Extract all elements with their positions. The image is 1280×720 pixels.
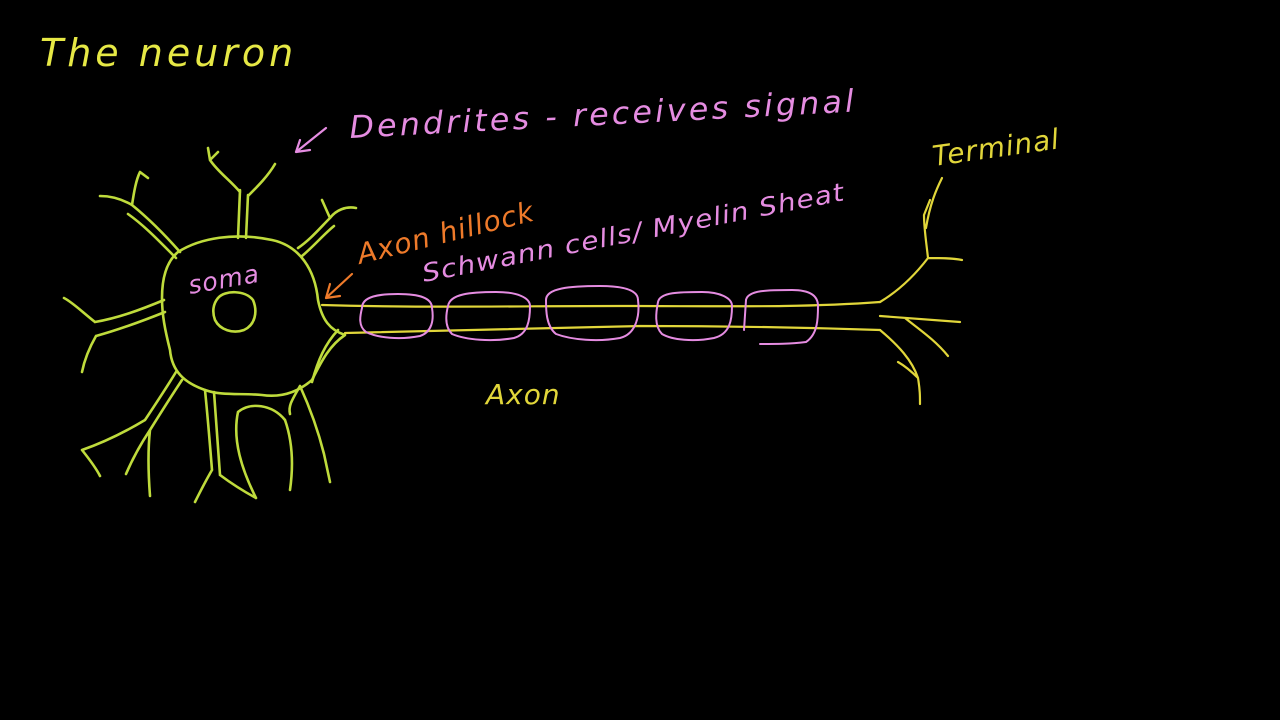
axon-initial-segment [310,328,340,384]
terminal-branch-middle [878,314,962,358]
schwann-cell-2 [445,290,532,342]
diagram-title: The neuron [40,31,297,75]
dendrite-lower-right [288,384,332,484]
dendrite-upper-left [98,170,182,260]
axon-upper-line [320,300,882,308]
soma-label: soma [186,259,262,300]
terminal-branch-upper [878,198,964,304]
nucleus-outline [212,290,257,333]
terminal-label: Terminal [930,122,1061,173]
schwann-cell-1 [359,292,434,340]
dendrite-top [206,146,277,240]
axon-hillock-arrow [324,272,354,300]
dendrite-left [62,296,167,374]
neuron-cell-body [62,146,358,504]
terminal-branch-lower [878,328,922,406]
axon-shaft [320,300,882,335]
schwann-cell-5 [745,288,820,345]
myelin-sheath [359,284,820,345]
axon-lower-line [343,324,882,335]
axon-terminal-branches [878,198,964,406]
dendrites-arrow [294,126,328,154]
dendrite-top-right [296,198,358,258]
dendrite-bottom [193,388,294,504]
schwann-cell-3 [544,284,640,342]
schwann-cell-5-inner [743,299,747,331]
dendrites-label: Dendrites - receives signal [349,83,858,146]
schwann-cell-4 [655,290,734,342]
terminal-pointer-line [924,176,944,230]
axon-label: Axon [484,378,561,411]
dendrite-lower-left [80,370,184,498]
